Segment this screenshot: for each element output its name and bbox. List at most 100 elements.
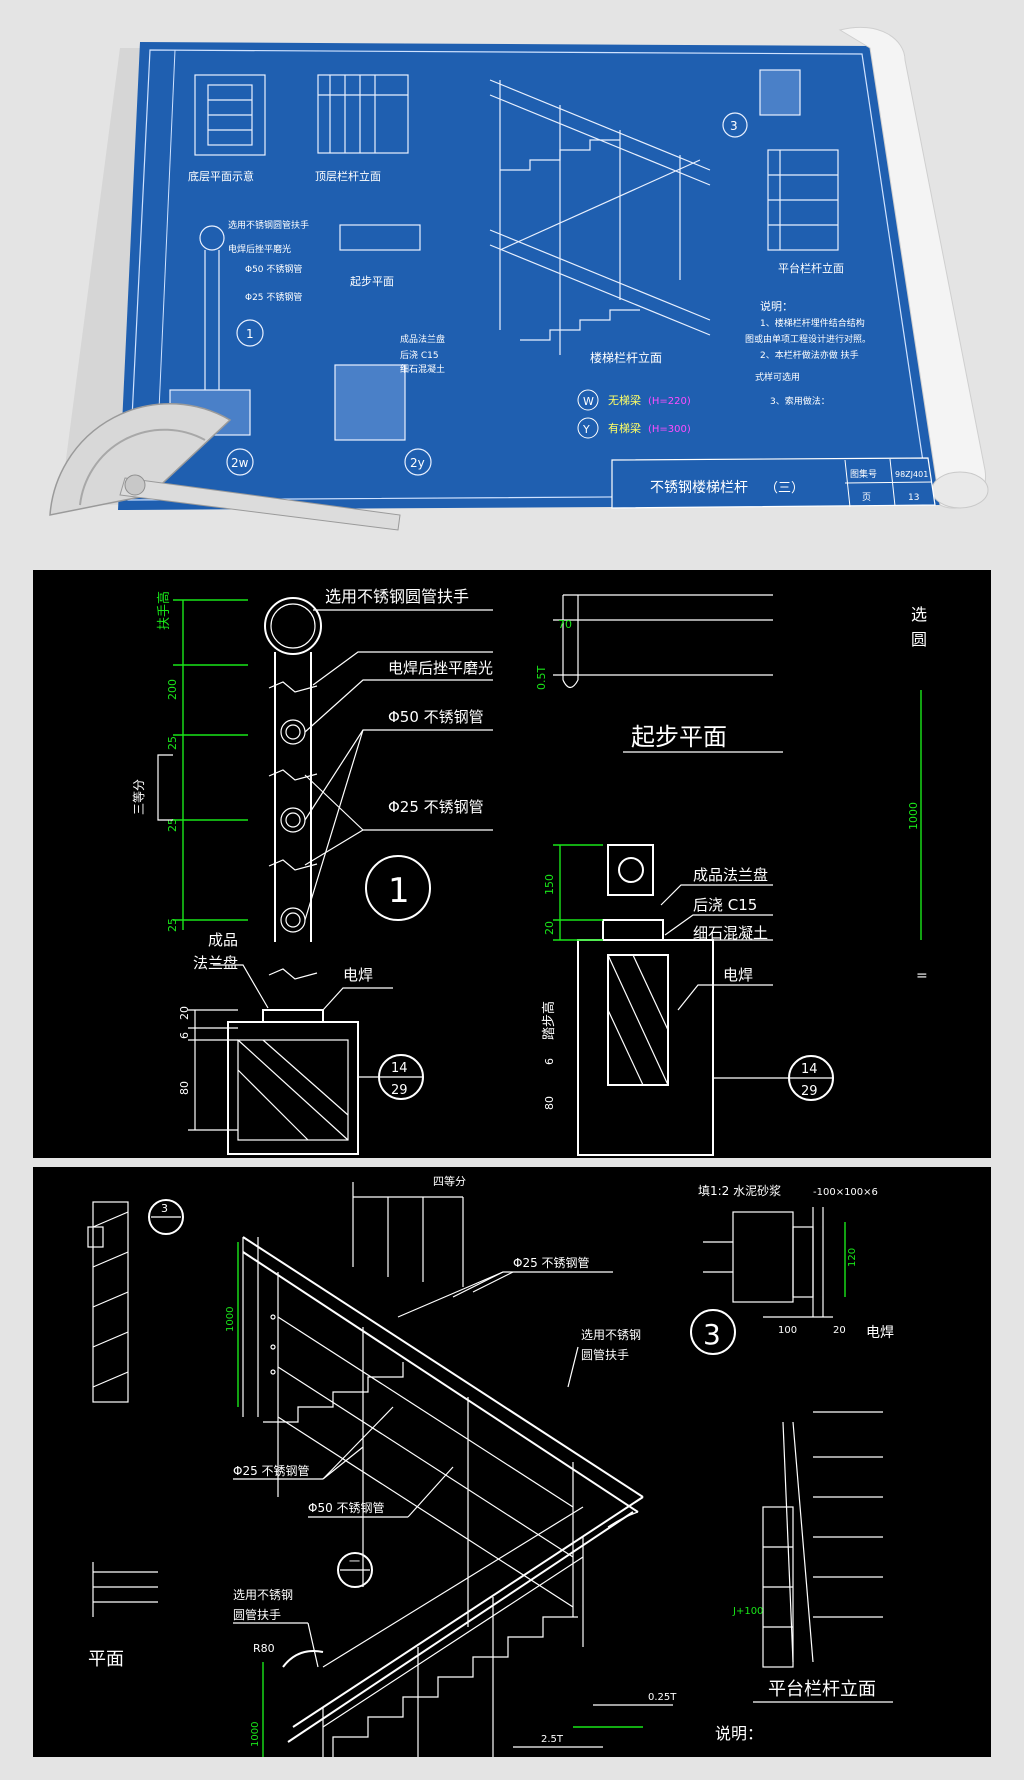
mini-detail-2: 起步平面 xyxy=(226,224,432,476)
dim-70: 70 xyxy=(558,618,572,631)
dim-25c: 25 xyxy=(166,918,179,932)
plan-label: 平面 xyxy=(88,1649,124,1670)
blueprint-sheet: 底层平面示意 顶层栏杆立面 楼梯栏杆立面 平台栏杆立面 xyxy=(0,0,1024,560)
dim-6b: 6 xyxy=(543,1058,556,1065)
legend-w-label: 无梯梁 xyxy=(608,393,641,407)
concrete-base xyxy=(227,1021,359,1155)
detail-b-pipe50: Φ50 不锈钢管 xyxy=(308,1500,385,1515)
detail-a-pipe25-label: Φ25 不锈钢管 xyxy=(388,798,484,816)
flange-plate xyxy=(262,1009,324,1023)
detail-a-pipe50-label: Φ50 不锈钢管 xyxy=(388,708,484,726)
notes-link: 式样可选用 xyxy=(755,371,800,383)
mini-callout-handrail: 选用不锈钢圆管扶手 xyxy=(228,219,309,231)
right-eq: = xyxy=(916,968,928,984)
dim-100: 100 xyxy=(778,1325,797,1336)
blueprint-paper xyxy=(118,42,940,510)
platform-label: 平台栏杆立面 xyxy=(768,1679,876,1700)
cad-detail-2-canvas: 3 四等分 Φ25 不锈钢管 选用不锈钢 圆管扶手 xyxy=(87,1174,894,1757)
mini-detail-3 xyxy=(722,69,801,138)
detail-bubble-1-number: 1 xyxy=(388,871,410,911)
detail-b-weld: 电焊 xyxy=(866,1325,894,1341)
small-plan xyxy=(92,1562,158,1617)
mini-first-floor-plan xyxy=(194,74,266,156)
handrail-section xyxy=(264,597,322,655)
dim-20c: 20 xyxy=(833,1325,846,1336)
detail-a-weld-polish-label: 电焊后挫平磨光 xyxy=(388,659,493,677)
dim-6: 6 xyxy=(178,1032,191,1039)
dim-1000: 1000 xyxy=(907,802,920,830)
dim-120: 120 xyxy=(847,1248,858,1267)
title-block: 不锈钢楼梯栏杆 （三） 图集号 98ZJ401 页 13 xyxy=(611,457,936,509)
ref-bubble-b-top: 14 xyxy=(801,1062,818,1077)
dim-jh: J+100 xyxy=(732,1606,763,1617)
dim-2-5t: 2.5T xyxy=(541,1734,564,1745)
detail-a-c15: 后浇 C15 xyxy=(693,896,757,914)
notes-line1: 1、楼梯栏杆埋件结合结构 xyxy=(760,317,865,329)
blueprint-legend: W 无梯梁 (H=220) Y 有梯梁 (H=300) xyxy=(577,389,691,439)
bubble-1-small xyxy=(337,1552,373,1588)
mini-label-first-floor: 底层平面示意 xyxy=(188,169,254,183)
detail-b-r80: R80 xyxy=(253,1642,275,1655)
title-block-title: 不锈钢楼梯栏杆 xyxy=(650,480,748,496)
ref-bubble-a-top: 14 xyxy=(391,1061,408,1076)
dim-rail-height: 扶手高 xyxy=(156,591,172,630)
notes-line4: 3、索用做法： xyxy=(770,395,830,407)
mini-callout-c15: 后浇 C15 xyxy=(400,349,439,361)
notes-line2: 图或由单项工程设计进行对照。 xyxy=(745,333,871,345)
mini-callout-weld: 电焊后挫平磨光 xyxy=(228,243,291,255)
blueprint-canvas: 底层平面示意 顶层栏杆立面 楼梯栏杆立面 平台栏杆立面 xyxy=(49,26,989,531)
detail-b-handrail-1: 选用不锈钢 xyxy=(581,1328,641,1342)
dim-0-5t: 0.5T xyxy=(535,666,548,690)
mini-callout-flange: 成品法兰盘 xyxy=(400,333,445,345)
mini-label-starting-plan: 起步平面 xyxy=(350,275,394,288)
mini-top-floor-elevation xyxy=(317,74,409,154)
dim-200: 200 xyxy=(166,679,179,700)
legend-y-note: (H=300) xyxy=(648,424,691,435)
right-label-2: 圆 xyxy=(911,630,927,649)
mini-bubble-3: 3 xyxy=(730,119,738,133)
left-wall-section xyxy=(87,1201,129,1403)
mini-platform-elevation xyxy=(767,149,839,251)
dim-three-equal: 三等分 xyxy=(132,779,146,815)
notes-heading: 说明： xyxy=(760,299,793,313)
bubble-3-small-top: 3 xyxy=(161,1202,168,1215)
dim-0-25t: 0.25T xyxy=(648,1692,677,1703)
legend-w-symbol: W xyxy=(583,395,594,408)
ref-bubble-a-bottom: 29 xyxy=(391,1083,408,1098)
detail-a-weld-label: 电焊 xyxy=(343,966,373,984)
detail-a-flange-line2: 法兰盘 xyxy=(193,954,238,972)
title-block-atlas-value: 98ZJ401 xyxy=(895,470,928,479)
cad-detail-1-canvas: 选用不锈钢圆管扶手 电焊后挫平磨光 Φ50 不锈钢管 Φ25 不锈钢管 成品 法… xyxy=(132,587,928,1156)
detail-b-handrail2-1: 选用不锈钢 xyxy=(233,1588,293,1602)
title-block-number: （三） xyxy=(765,481,804,496)
base-section-2 xyxy=(577,844,714,1156)
bubble-3-small xyxy=(148,1199,184,1235)
bubble-1-small-sub: 一 xyxy=(349,1555,360,1568)
starting-plan-drawing xyxy=(553,594,773,689)
dim-150: 150 xyxy=(543,874,556,895)
mini-callout-concrete: 细石混凝土 xyxy=(400,363,445,375)
dim-20b: 20 xyxy=(543,921,556,935)
detail-b-handrail-2: 圆管扶手 xyxy=(581,1347,629,1362)
detail-bubble-1 xyxy=(365,855,431,921)
dim-25a: 25 xyxy=(166,736,179,750)
mini-stair-elevation xyxy=(489,79,711,355)
platform-elevation-drawing xyxy=(762,1411,883,1668)
cad-detail-panel-2: 3 四等分 Φ25 不锈钢管 选用不锈钢 圆管扶手 xyxy=(33,1167,991,1757)
starting-plan-label: 起步平面 xyxy=(631,723,727,751)
cad-detail-panel-1: 选用不锈钢圆管扶手 电焊后挫平磨光 Φ50 不锈钢管 Φ25 不锈钢管 成品 法… xyxy=(33,570,991,1158)
legend-y-symbol: Y xyxy=(582,423,590,436)
right-label: 选 xyxy=(911,605,927,624)
mini-callout-pipe25: Φ25 不锈钢管 xyxy=(245,291,302,303)
detail-a-flange-line1: 成品 xyxy=(208,931,238,949)
detail-a-flange-product: 成品法兰盘 xyxy=(693,866,768,884)
detail-a-weld2: 电焊 xyxy=(723,966,753,984)
dim-80: 80 xyxy=(178,1081,191,1095)
dim-1000-c: 1000 xyxy=(250,1722,261,1747)
notes-line3: 2、本栏杆做法亦做 扶手 xyxy=(760,349,859,361)
mini-label-platform: 平台栏杆立面 xyxy=(778,261,844,275)
four-equal-label: 四等分 xyxy=(433,1174,466,1188)
dim-1000-b: 1000 xyxy=(225,1307,236,1332)
dim-80b: 80 xyxy=(543,1096,556,1110)
detail-a-handrail-label: 选用不锈钢圆管扶手 xyxy=(325,587,469,606)
